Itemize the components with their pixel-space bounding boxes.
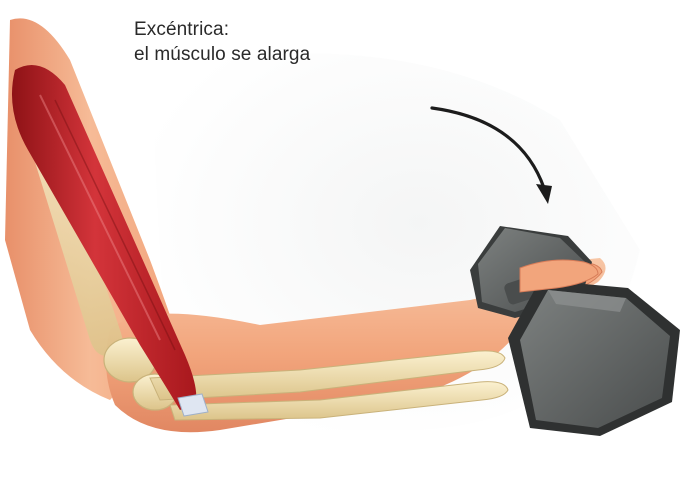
caption-title: Excéntrica: (134, 17, 310, 42)
caption-description: el músculo se alarga (134, 42, 310, 67)
caption: Excéntrica: el músculo se alarga (134, 17, 310, 67)
tendon (178, 394, 208, 416)
